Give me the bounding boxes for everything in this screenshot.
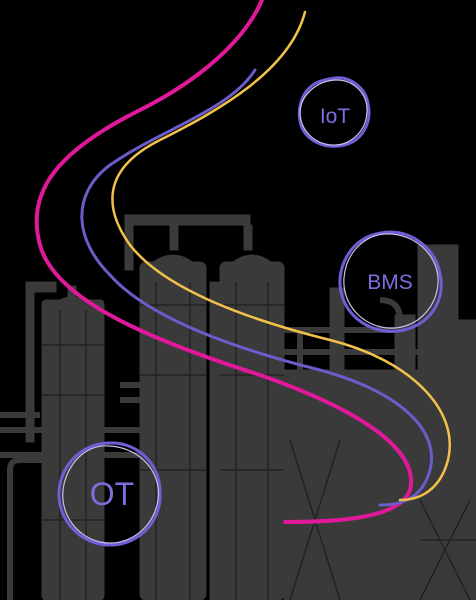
ot-badge-label: OT: [90, 476, 134, 512]
iot-badge-label: IoT: [320, 105, 351, 128]
right-pipe-rack: [120, 297, 476, 433]
bms-badge-ring: [338, 230, 443, 333]
iot-badge: IoT: [297, 76, 371, 148]
magenta-stream: [34, 0, 414, 524]
bms-badge-label: BMS: [367, 271, 413, 294]
left-distillation-tower: [25, 281, 106, 600]
plant-detail-lines: [42, 282, 476, 600]
bms-badge: BMS: [338, 230, 443, 333]
violet-stream: [80, 68, 433, 507]
yellow-stream: [111, 10, 451, 502]
data-streams: [34, 0, 451, 524]
ot-badge-ring-secondary: [62, 445, 160, 544]
ot-badge: OT: [57, 441, 162, 547]
iot-badge-ring-secondary: [299, 79, 368, 146]
bms-badge-ring-secondary: [343, 233, 439, 329]
iot-badge-ring: [297, 76, 371, 148]
ot-badge-ring: [57, 441, 162, 547]
center-tower-right: [209, 224, 286, 600]
